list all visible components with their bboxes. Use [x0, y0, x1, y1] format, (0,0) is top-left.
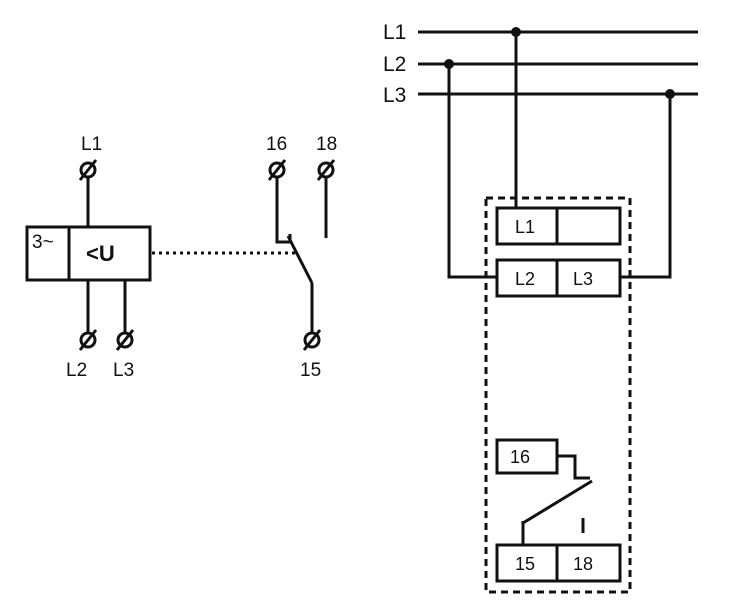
block-label-l1: L1 — [515, 217, 535, 237]
wiring-diagram: L1 L2 L3 L1 L2 L3 16 — [383, 21, 698, 594]
terminal-15-symbol — [302, 329, 322, 351]
terminal-label-l3: L3 — [113, 360, 134, 381]
terminal-l3-symbol — [115, 329, 135, 351]
wire-16-internal — [557, 454, 590, 480]
switch-blade — [286, 235, 314, 284]
block-label-15: 15 — [515, 554, 535, 574]
line-label-l1: L1 — [383, 21, 406, 44]
terminal-block-16 — [495, 438, 559, 475]
line-label-l2: L2 — [383, 53, 406, 76]
block-label-l2: L2 — [515, 269, 535, 289]
terminal-label-18: 18 — [316, 134, 337, 155]
block-label-l3: L3 — [573, 269, 593, 289]
wire-16 — [275, 177, 292, 244]
line-label-l3: L3 — [383, 84, 406, 107]
terminal-label-16: 16 — [266, 134, 287, 155]
terminal-label-l2: L2 — [66, 360, 87, 381]
function-label: <U — [86, 241, 115, 266]
terminal-label-l1: L1 — [81, 134, 102, 155]
terminal-label-15: 15 — [300, 360, 321, 381]
block-label-18: 18 — [573, 554, 593, 574]
relay-box — [25, 225, 152, 282]
relay-schematic: L1 3~ <U L2 L3 16 18 — [25, 134, 337, 381]
drop-wire-l3 — [620, 94, 672, 279]
device-enclosure — [484, 196, 632, 594]
block-label-16: 16 — [510, 447, 530, 467]
terminal-l2-symbol — [78, 329, 98, 351]
switch-blade-internal — [522, 479, 593, 525]
supply-type-label: 3~ — [32, 232, 54, 253]
drop-wire-l2 — [447, 64, 497, 279]
